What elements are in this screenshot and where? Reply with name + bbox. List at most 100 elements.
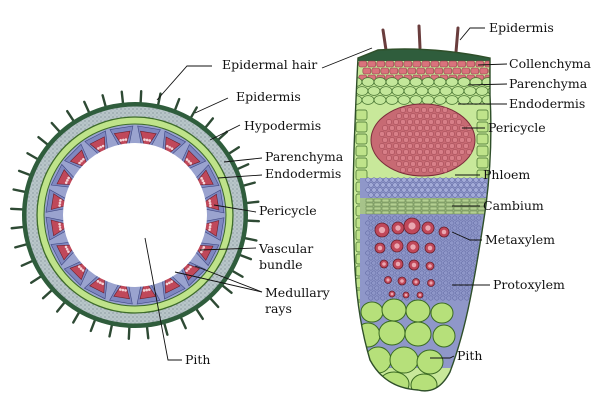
collenchyma-cell: [385, 60, 395, 68]
xylem-parenchyma-cell: [467, 260, 473, 266]
xylem-vessel-lumen: [390, 292, 394, 296]
pericycle-cell: [442, 119, 448, 125]
collenchyma-cell: [479, 67, 489, 75]
phloem-cell: [380, 182, 386, 188]
xylem-parenchyma-cell: [365, 290, 371, 296]
phloem-cell: [419, 177, 425, 183]
cambium-cell: [405, 206, 414, 211]
parenchyma-cell: [379, 86, 393, 96]
cambium-cell: [453, 206, 462, 211]
phloem-cell: [398, 182, 404, 188]
xylem-parenchyma-cell: [410, 295, 416, 301]
xylem-vessel-dot: [165, 282, 169, 286]
epidermal-hair-mark: [245, 200, 260, 205]
xylem-parenchyma-cell: [443, 220, 449, 226]
xylem-vessel-dot: [99, 145, 102, 149]
cambium-cell: [389, 202, 398, 207]
cortex-cell: [476, 361, 489, 373]
cambium-cell: [469, 210, 478, 215]
pericycle-cell: [407, 107, 413, 113]
epidermal-hair-mark: [10, 225, 25, 230]
epidermal-hair-mark: [145, 325, 150, 340]
pericycle-cell: [438, 125, 444, 131]
pericycle-cell: [410, 149, 416, 155]
pericycle-cell: [400, 107, 406, 113]
xylem-parenchyma-cell: [416, 285, 422, 291]
xylem-vessel-dot: [96, 280, 100, 283]
xylem-parenchyma-cell: [374, 295, 380, 301]
parenchyma-cell: [367, 86, 381, 96]
xylem-parenchyma-cell: [473, 290, 479, 296]
pericycle-cell: [438, 113, 444, 119]
phloem-cell: [461, 177, 467, 183]
xylem-parenchyma-cell: [440, 245, 446, 251]
xylem-parenchyma-cell: [452, 215, 458, 221]
xylem-parenchyma-cell: [470, 265, 476, 271]
label-epidermis-right: Epidermis: [489, 20, 554, 35]
epidermal-hair-mark: [20, 259, 34, 267]
xylem-vessel-dot: [58, 201, 62, 205]
cambium-cell: [477, 202, 486, 207]
xylem-vessel-dot: [208, 228, 211, 232]
cambium-cell: [437, 210, 446, 215]
pericycle-cell: [407, 119, 413, 125]
pericycle-cell: [407, 131, 413, 137]
phloem-cell: [365, 177, 371, 183]
xylem-parenchyma-cell: [467, 230, 473, 236]
pericycle-cell: [463, 131, 469, 137]
xylem-parenchyma-cell: [464, 215, 470, 221]
xylem-parenchyma-cell: [413, 270, 419, 276]
epidermal-hair-mark: [26, 152, 40, 161]
pericycle-cell: [407, 167, 413, 173]
xylem-parenchyma-cell: [446, 265, 452, 271]
pith-cell: [355, 322, 381, 348]
xylem-parenchyma-cell: [461, 230, 467, 236]
xylem-vessel-dot: [67, 250, 70, 253]
pericycle-cell: [428, 143, 434, 149]
pericycle-cell: [456, 131, 462, 137]
xylem-parenchyma-cell: [473, 230, 479, 236]
pith-cell: [416, 349, 444, 375]
xylem-vessel-dot: [145, 288, 148, 292]
xylem-parenchyma-cell: [395, 290, 401, 296]
pericycle-cell: [424, 161, 430, 167]
xylem-vessel-dot: [118, 288, 122, 291]
pericycle-cell: [442, 131, 448, 137]
phloem-cell: [440, 182, 446, 188]
cambium-cell: [437, 206, 446, 211]
xylem-parenchyma-cell: [446, 275, 452, 281]
xylem-parenchyma-cell: [422, 275, 428, 281]
xylem-vessel-dot: [59, 227, 62, 231]
phloem-cell: [422, 182, 428, 188]
xylem-parenchyma-cell: [452, 235, 458, 241]
xylem-parenchyma-cell: [416, 215, 422, 221]
epidermal-hair-mark: [238, 253, 253, 261]
pericycle-cell: [442, 143, 448, 149]
xylem-parenchyma-cell: [446, 295, 452, 301]
phloem-cell: [377, 187, 383, 193]
collenchyma-cell: [466, 60, 476, 68]
phloem-cell: [458, 192, 464, 198]
phloem-cell: [422, 192, 428, 198]
epidermal-hair-mark: [221, 284, 233, 295]
pericycle-cell: [410, 161, 416, 167]
label-medullary-rays-line2: rays: [265, 301, 292, 316]
cambium-cell: [381, 206, 390, 211]
pith-cell: [360, 301, 384, 323]
phloem-cell: [404, 182, 410, 188]
xylem-parenchyma-cell: [389, 220, 395, 226]
xylem-parenchyma-cell: [401, 270, 407, 276]
xylem-parenchyma-cell: [461, 250, 467, 256]
cortex-cell: [476, 373, 489, 385]
xylem-parenchyma-cell: [455, 220, 461, 226]
phloem-cell: [368, 192, 374, 198]
epidermal-hair-mark: [195, 307, 204, 321]
phloem-cell: [386, 182, 392, 188]
epidermal-hair-mark: [208, 296, 220, 309]
phloem-cell: [386, 192, 392, 198]
parenchyma-cell: [397, 95, 411, 105]
epidermal-hair-mark: [241, 181, 256, 187]
collenchyma-cell: [389, 67, 399, 75]
cambium-cell: [397, 198, 406, 203]
